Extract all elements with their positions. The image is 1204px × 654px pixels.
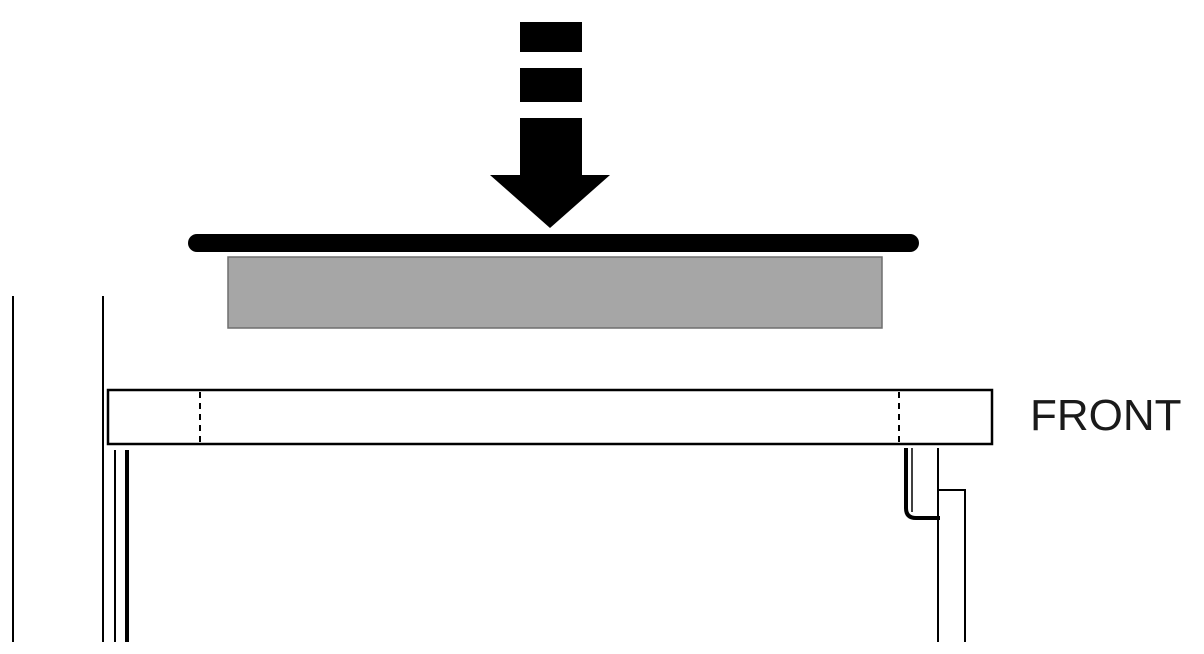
arrow-head (490, 175, 610, 228)
arrow-dash-middle (520, 68, 582, 102)
arrow-dash-top (520, 22, 582, 52)
arrow-shaft (520, 118, 582, 176)
right-bent-bracket (904, 448, 940, 520)
right-leg-step (938, 489, 966, 642)
gray-pad (227, 256, 883, 329)
front-label: FRONT (1030, 391, 1182, 440)
horizontal-board (106, 388, 994, 446)
down-arrow-icon (490, 22, 610, 228)
